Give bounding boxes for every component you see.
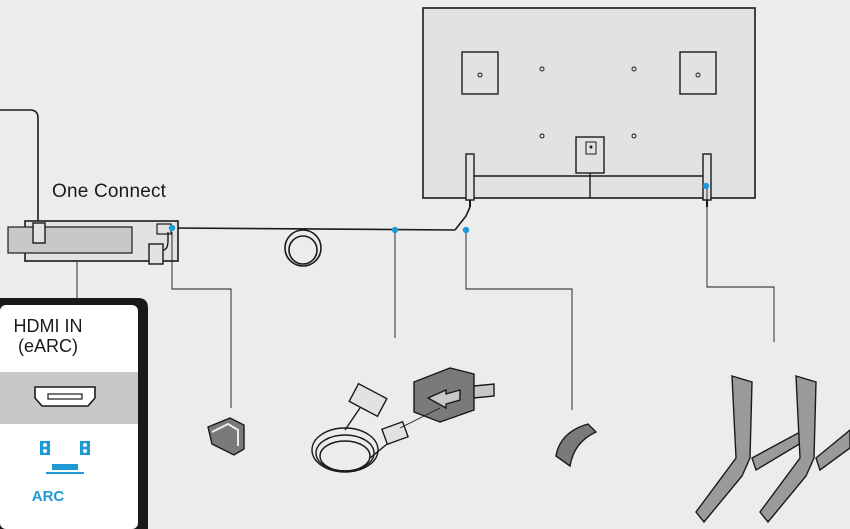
- one-connect-box-icon: [7, 220, 179, 265]
- hdmi-in-line2: (eARC): [17, 336, 78, 356]
- one-connect-label: One Connect: [52, 181, 167, 202]
- hdmi-panel: [0, 298, 148, 529]
- tv-back-icon: [422, 7, 756, 207]
- hdmi-in-line1: HDMI IN: [13, 316, 83, 336]
- cable-guide-icon: [555, 423, 598, 468]
- adapter-icon: [399, 367, 495, 429]
- callout-lines: [76, 188, 775, 410]
- cable-clip-icon: [207, 417, 245, 456]
- connection-cable: [0, 109, 471, 267]
- arc-label: ARC: [31, 488, 65, 505]
- hdmi-in-label: HDMI IN (eARC): [0, 316, 96, 356]
- connection-dots: [168, 182, 710, 234]
- hdmi-port-icon: [34, 386, 96, 407]
- arc-speaker-icon: [40, 441, 90, 474]
- one-connect-cable-icon: [311, 382, 409, 473]
- stand-icon: [695, 375, 850, 524]
